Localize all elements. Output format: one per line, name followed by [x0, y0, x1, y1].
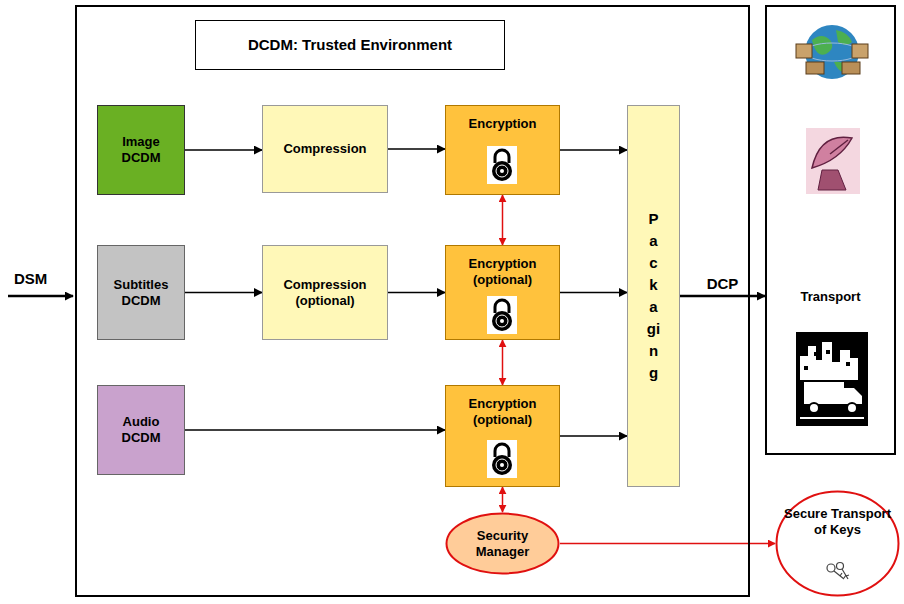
subtitles-dcdm-box: Subtitles DCDM	[97, 245, 185, 340]
key-link	[502, 195, 504, 245]
trusted-environment: DCDM: Trusted EnvironmentImage DCDM Compr…	[75, 5, 750, 597]
node-text: Compression	[283, 141, 366, 157]
node-text: Encryption (optional)	[450, 396, 555, 427]
node-text: Security Manager	[450, 528, 555, 559]
flow-arrow	[560, 435, 627, 436]
key-link	[502, 487, 504, 512]
key-transport-ellipse: Secure Transport of Keys	[775, 490, 900, 597]
node-text: Encryption (optional)	[450, 256, 555, 287]
satellite-icon	[806, 128, 860, 194]
node-text: Subtitles DCDM	[102, 277, 180, 308]
compression-box: Compression (optional)	[262, 245, 388, 340]
input-arrow	[8, 295, 73, 298]
keys-icon	[827, 563, 849, 580]
node-text: Image DCDM	[102, 134, 180, 165]
key-link	[502, 340, 504, 385]
node-text: Encryption	[469, 116, 537, 132]
encryption-box: Encryption	[445, 105, 560, 195]
security-manager-ellipse: Security Manager	[445, 512, 560, 575]
encryption-box: Encryption (optional)	[445, 245, 560, 340]
node-text: Transport	[801, 289, 861, 305]
node-text: Packaging	[646, 208, 661, 384]
flow-arrow	[560, 292, 627, 293]
flow-arrow	[185, 149, 262, 150]
lock-icon	[487, 296, 517, 334]
compression-box: Compression	[262, 105, 388, 193]
image-dcdm-box: Image DCDM	[97, 105, 185, 195]
truck-icon	[796, 332, 868, 426]
input-label: DSM	[14, 270, 47, 287]
flow-arrow	[560, 149, 627, 150]
flow-arrow	[388, 292, 445, 293]
lock-icon	[487, 440, 517, 478]
encryption-box: Encryption (optional)	[445, 385, 560, 487]
lock-icon	[487, 146, 517, 184]
flow-arrow	[680, 295, 765, 298]
audio-dcdm-box: Audio DCDM	[97, 385, 185, 475]
environment-title: DCDM: Trusted Environment	[195, 20, 505, 70]
packaging-bar: Packaging	[627, 105, 680, 487]
network-icon	[796, 25, 868, 79]
flow-arrow	[388, 148, 445, 149]
flow-arrow	[185, 429, 445, 430]
node-text: Compression (optional)	[267, 277, 383, 308]
key-link	[560, 543, 775, 545]
edge-label: DCP	[707, 275, 739, 292]
node-text: Audio DCDM	[102, 414, 180, 445]
flow-arrow	[185, 292, 262, 293]
transport-box: Transport	[765, 5, 896, 455]
node-text: Secure Transport of Keys	[780, 506, 895, 537]
